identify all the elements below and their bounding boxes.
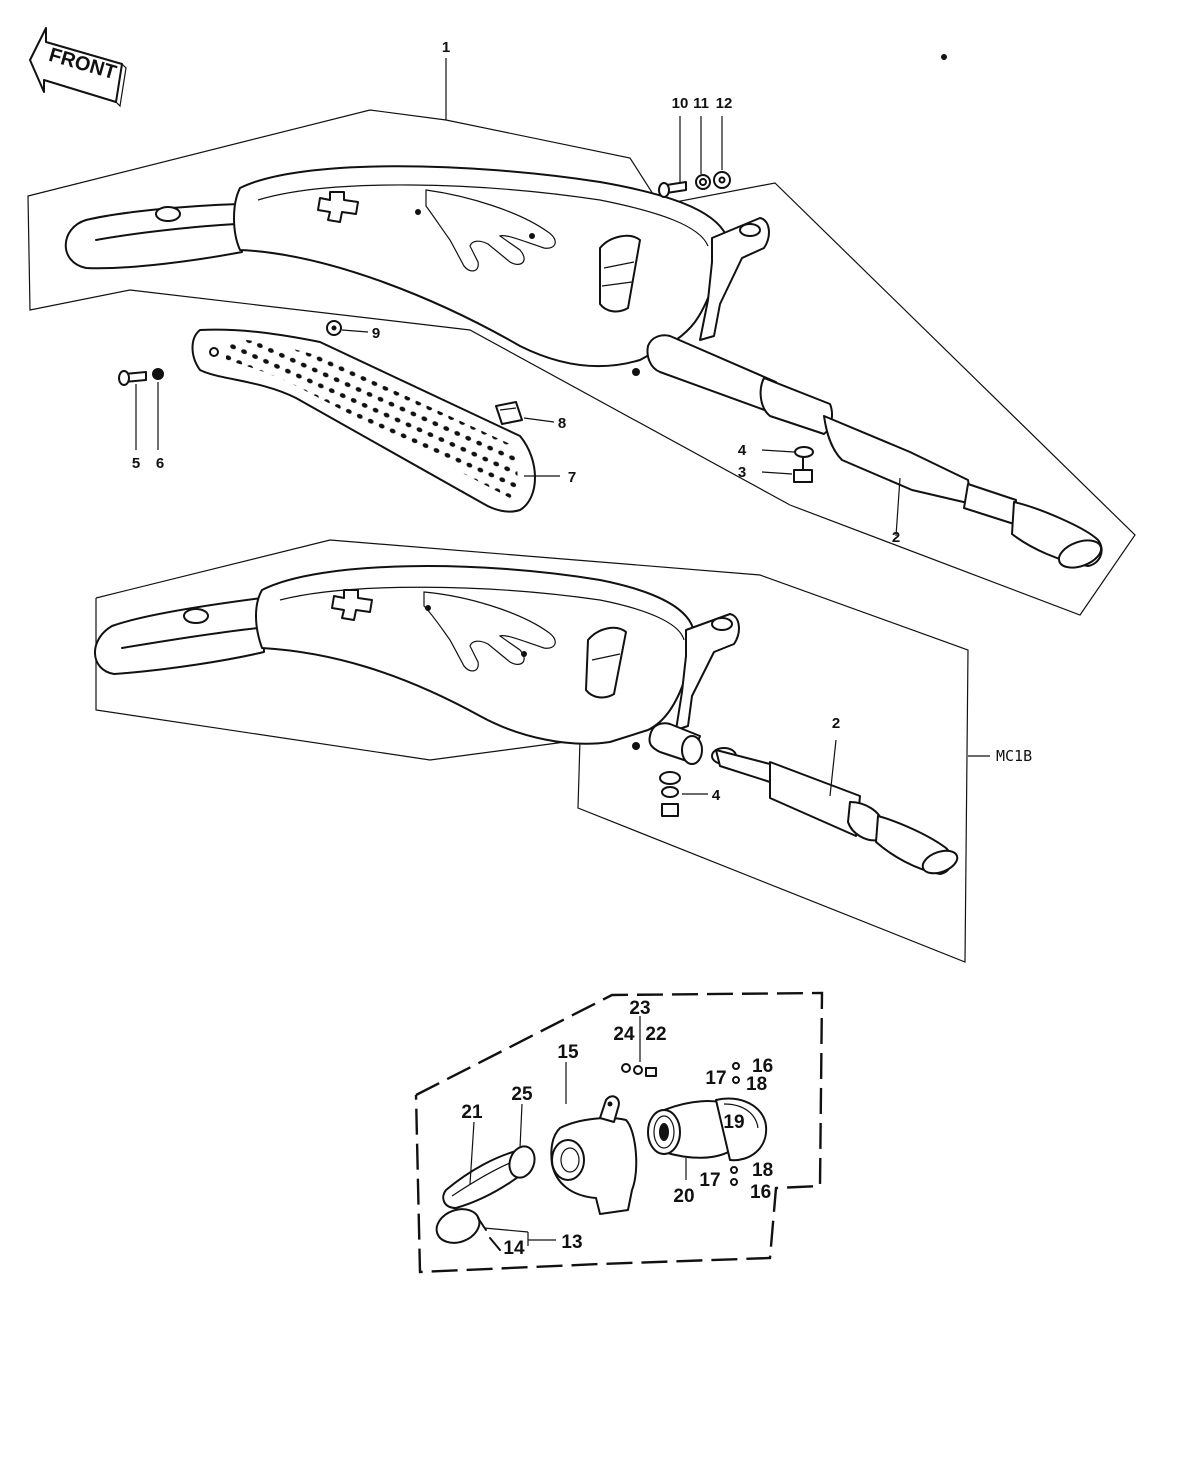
callout-4-lower: 4 [712,787,721,804]
callout-18-upper: 18 [746,1074,767,1095]
callout-8: 8 [558,415,566,432]
callout-13: 13 [561,1232,582,1253]
silencer-kit [414,991,824,1274]
callout-labels: 1 10 11 12 9 8 7 5 6 4 3 2 2 4 MC1B 23 2… [132,39,1032,1259]
callout-2-upper: 2 [892,529,900,546]
callout-5: 5 [132,455,140,472]
callout-3: 3 [738,464,746,481]
callout-25: 25 [511,1084,533,1105]
callout-20: 20 [673,1186,694,1207]
callout-9: 9 [372,325,380,342]
callout-16-upper: 16 [752,1056,773,1077]
callout-21: 21 [461,1102,483,1123]
heat-guard [118,320,560,513]
callout-12: 12 [716,95,733,112]
callout-14: 14 [503,1238,525,1259]
model-label: MC1B [996,747,1032,765]
callout-16-lower: 16 [750,1182,771,1203]
callout-17-upper: 17 [705,1068,726,1089]
speck [941,54,947,60]
callout-10: 10 [672,95,689,112]
callout-18-lower: 18 [752,1160,773,1181]
callout-7: 7 [568,469,576,486]
callout-15: 15 [557,1042,579,1063]
callout-1: 1 [442,39,450,56]
front-arrow-icon: FRONT [29,27,127,108]
callout-24: 24 [613,1024,635,1045]
muffler-assembly-lower [94,539,990,963]
callout-4-upper: 4 [738,442,747,459]
callout-17-lower: 17 [699,1170,720,1191]
callout-22: 22 [645,1024,666,1045]
callout-6: 6 [156,455,164,472]
callout-11: 11 [693,95,709,112]
callout-2-lower: 2 [832,715,840,732]
callout-23: 23 [629,998,650,1019]
muffler-assembly-upper [27,58,1136,616]
callout-19: 19 [723,1112,744,1133]
